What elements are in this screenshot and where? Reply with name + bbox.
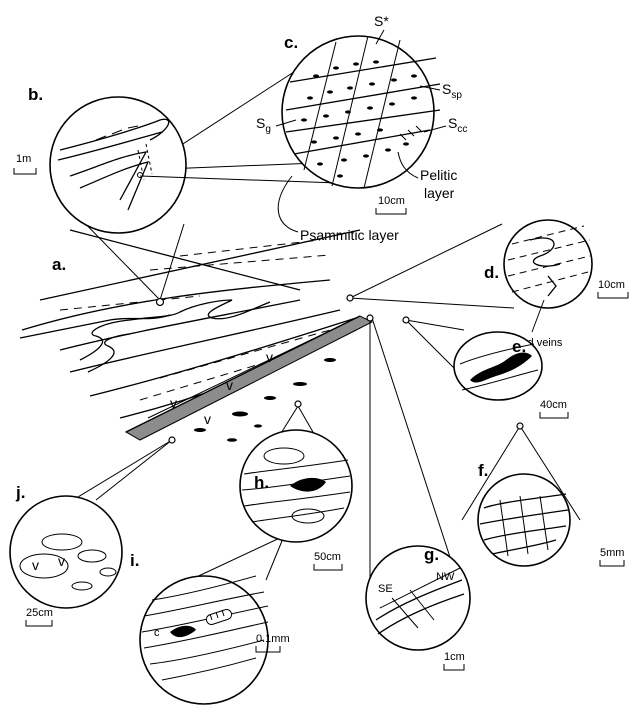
scale-bar-e: 40cm (540, 399, 568, 418)
svg-text:10cm: 10cm (598, 279, 625, 291)
inset-c (282, 36, 440, 188)
inset-d (504, 220, 592, 308)
scale-bar-d: 10cm (598, 279, 628, 298)
svg-text:v: v (58, 553, 65, 569)
svg-text:0.1mm: 0.1mm (256, 633, 290, 645)
panel-label-i: i. (130, 551, 139, 570)
panel-label-d: d. (484, 263, 499, 282)
scale-bar-g: 1cm (444, 651, 465, 670)
volcanic-mark: v (266, 349, 273, 365)
inset-j: v v (10, 496, 122, 608)
panel-label-c: c. (284, 33, 298, 52)
inset-f (478, 474, 570, 566)
panel-label-j: j. (15, 483, 25, 502)
volcanic-mark: v (170, 395, 177, 411)
scale-bar-f: 5mm (600, 547, 624, 566)
scale-bar-c: 10cm (376, 195, 406, 214)
svg-text:v: v (32, 557, 39, 573)
scale-bar-j: 25cm (26, 607, 53, 626)
panel-label-f: f. (478, 461, 488, 480)
inset-g (366, 546, 470, 650)
label-s-sp: Ssp (442, 81, 462, 101)
label-s-star: S* (374, 13, 389, 29)
volcanic-mark: v (204, 411, 211, 427)
svg-text:1cm: 1cm (444, 651, 465, 663)
svg-text:5mm: 5mm (600, 547, 624, 559)
inset-i (140, 576, 268, 704)
scale-bar-b: 1m (14, 153, 36, 174)
panel-label-e: e. (512, 337, 526, 356)
scale-bar-h: 50cm (314, 551, 342, 570)
main-cross-section: v v v v (20, 230, 372, 442)
label-se: SE (378, 583, 393, 595)
panel-label-a: a. (52, 255, 66, 274)
svg-text:50cm: 50cm (314, 551, 341, 563)
label-s-cc: Scc (448, 115, 467, 135)
panel-label-b: b. (28, 85, 43, 104)
shear-zone-band (126, 316, 372, 440)
panel-label-h: h. (254, 473, 269, 492)
inset-b (50, 97, 186, 233)
svg-text:1m: 1m (16, 153, 31, 165)
inset-e (454, 332, 542, 400)
label-s-g: Sg (256, 115, 271, 135)
svg-text:10cm: 10cm (378, 195, 405, 207)
label-psammitic: Psammitic layer (300, 227, 399, 243)
volcanic-mark: v (226, 377, 233, 393)
svg-text:40cm: 40cm (540, 399, 567, 411)
psammitic-arrow (278, 176, 298, 232)
label-c-inset-i: c (154, 627, 160, 639)
svg-text:25cm: 25cm (26, 607, 53, 619)
label-nw: NW (436, 571, 455, 583)
panel-label-g: g. (424, 545, 439, 564)
